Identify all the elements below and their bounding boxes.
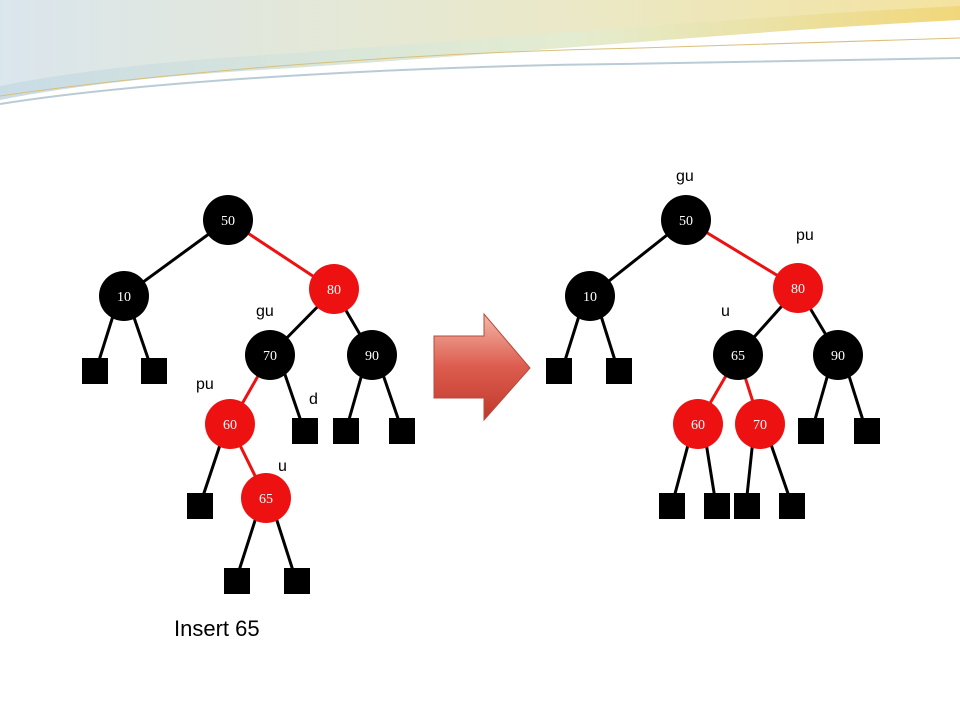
nil-leaf xyxy=(82,358,108,384)
node-circle xyxy=(813,330,863,380)
tree-node: 80 xyxy=(309,264,359,314)
node-label: 65 xyxy=(259,492,273,507)
node-label: 70 xyxy=(263,349,277,364)
nil-leaf xyxy=(704,493,730,519)
header-swoosh xyxy=(0,0,960,105)
node-circle xyxy=(735,399,785,449)
nil-leaf xyxy=(141,358,167,384)
node-circle xyxy=(713,330,763,380)
nil-leaf xyxy=(187,493,213,519)
node-label: 50 xyxy=(221,214,235,229)
tree-node: 50 xyxy=(203,195,253,245)
tag-u: u xyxy=(721,303,730,320)
tree-node: 65 xyxy=(713,330,763,380)
nil-leaf xyxy=(779,493,805,519)
node-circle xyxy=(347,330,397,380)
tree-node: 10 xyxy=(565,271,615,321)
node-label: 70 xyxy=(753,418,767,433)
nil-leaf xyxy=(734,493,760,519)
node-label: 60 xyxy=(223,418,237,433)
tag-gu: gu xyxy=(676,168,694,185)
node-circle xyxy=(99,271,149,321)
node-circle xyxy=(203,195,253,245)
node-label: 60 xyxy=(691,418,705,433)
tree-node: 70 xyxy=(245,330,295,380)
node-label: 10 xyxy=(117,290,131,305)
node-label: 50 xyxy=(679,214,693,229)
tree-node: 65 xyxy=(241,473,291,523)
tree-node: 80 xyxy=(773,263,823,313)
node-circle xyxy=(661,195,711,245)
node-label: 10 xyxy=(583,290,597,305)
node-label: 80 xyxy=(327,283,341,298)
node-label: 90 xyxy=(831,349,845,364)
nil-leaf xyxy=(606,358,632,384)
node-circle xyxy=(673,399,723,449)
tree-node: 50 xyxy=(661,195,711,245)
tree-node: 90 xyxy=(813,330,863,380)
nil-leaf xyxy=(292,418,318,444)
node-label: 65 xyxy=(731,349,745,364)
nil-leaf xyxy=(659,493,685,519)
nil-leaf xyxy=(546,358,572,384)
nil-leaf xyxy=(224,568,250,594)
tag-pu: pu xyxy=(796,227,814,244)
tree-node: 70 xyxy=(735,399,785,449)
right-tree: 50 10 80 65 90 60 70 gu pu u xyxy=(546,168,880,519)
transform-arrow xyxy=(433,312,531,422)
nil-leaf xyxy=(284,568,310,594)
tag-gu: gu xyxy=(256,303,274,320)
tag-d: d xyxy=(309,391,318,408)
node-label: 90 xyxy=(365,349,379,364)
nil-leaf xyxy=(798,418,824,444)
tree-node: 60 xyxy=(205,399,255,449)
node-circle xyxy=(241,473,291,523)
tree-node: 60 xyxy=(673,399,723,449)
nil-leaf xyxy=(333,418,359,444)
tree-node: 10 xyxy=(99,271,149,321)
nil-leaf xyxy=(389,418,415,444)
node-circle xyxy=(309,264,359,314)
nil-leaf xyxy=(854,418,880,444)
tree-node: 90 xyxy=(347,330,397,380)
left-tree: 50 10 80 70 90 60 65 gu pu d u xyxy=(82,195,415,594)
tag-u: u xyxy=(278,458,287,475)
node-circle xyxy=(773,263,823,313)
node-circle xyxy=(205,399,255,449)
caption: Insert 65 xyxy=(174,616,260,641)
node-circle xyxy=(245,330,295,380)
node-circle xyxy=(565,271,615,321)
node-label: 80 xyxy=(791,282,805,297)
tag-pu: pu xyxy=(196,376,214,393)
